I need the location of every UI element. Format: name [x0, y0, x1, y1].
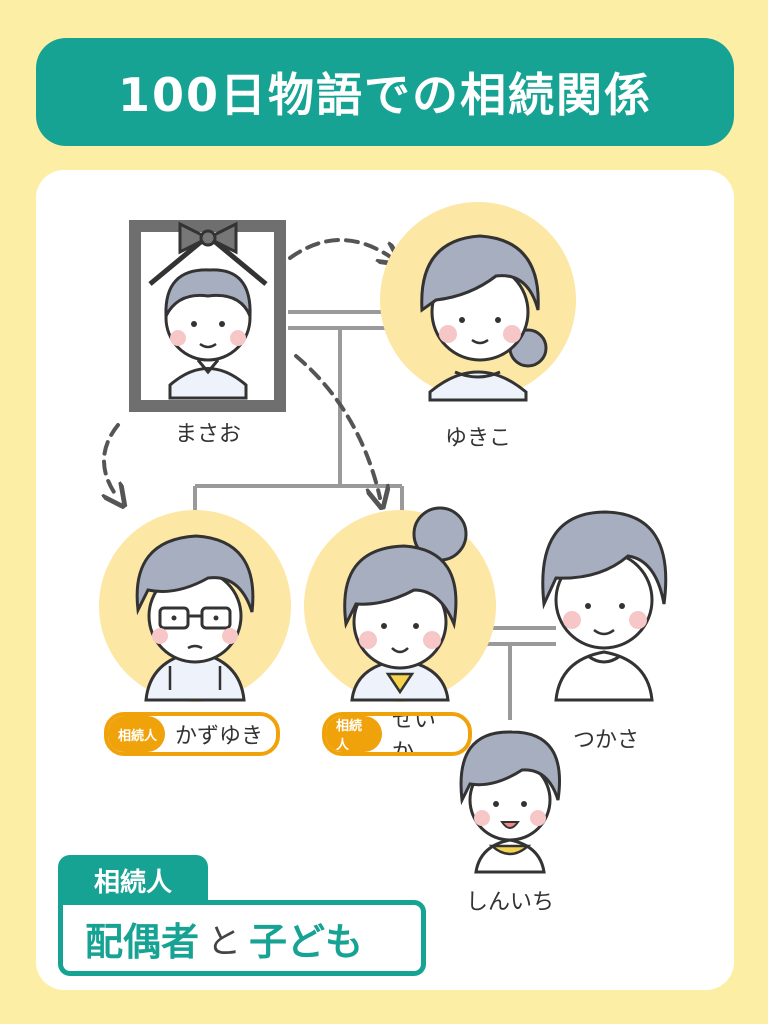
- name-yukiko: ゆきこ: [444, 426, 511, 451]
- title-bar: 100日物語での相続関係: [36, 38, 734, 146]
- yukiko-avatar: [380, 202, 576, 402]
- name-shinichi: しんいち: [465, 890, 554, 915]
- legend-children: 子ども: [249, 919, 364, 964]
- legend-box: 配偶者 と 子ども: [58, 900, 426, 976]
- tsukasa-avatar: [541, 510, 668, 702]
- arrow-to-yukiko: [288, 238, 392, 258]
- name-tsukasa: つかさ: [572, 728, 639, 753]
- legend-spouse: 配偶者: [85, 919, 200, 964]
- kazuyuki-avatar: [99, 510, 291, 702]
- legend-and: と: [207, 921, 242, 962]
- heir-tag: 相続人: [326, 716, 382, 752]
- heir-badge-seika: 相続人 せいか: [322, 712, 472, 756]
- arrow-to-seika: [294, 354, 380, 498]
- name-kazuyuki: かずゆき: [175, 724, 264, 749]
- arrow-to-kazuyuki: [104, 423, 118, 498]
- seika-avatar: [304, 506, 496, 702]
- masao-portrait: [129, 220, 286, 412]
- name-seika: せいか: [391, 712, 436, 756]
- inheritance-arrows: [104, 238, 392, 498]
- heir-badge-kazuyuki: 相続人 かずゆき: [104, 712, 280, 756]
- page-title: 100日物語での相続関係: [117, 68, 653, 122]
- shinichi-avatar: [459, 730, 561, 874]
- name-masao: まさお: [174, 422, 241, 447]
- legend-label: 相続人: [58, 855, 208, 905]
- heir-tag: 相続人: [108, 716, 166, 752]
